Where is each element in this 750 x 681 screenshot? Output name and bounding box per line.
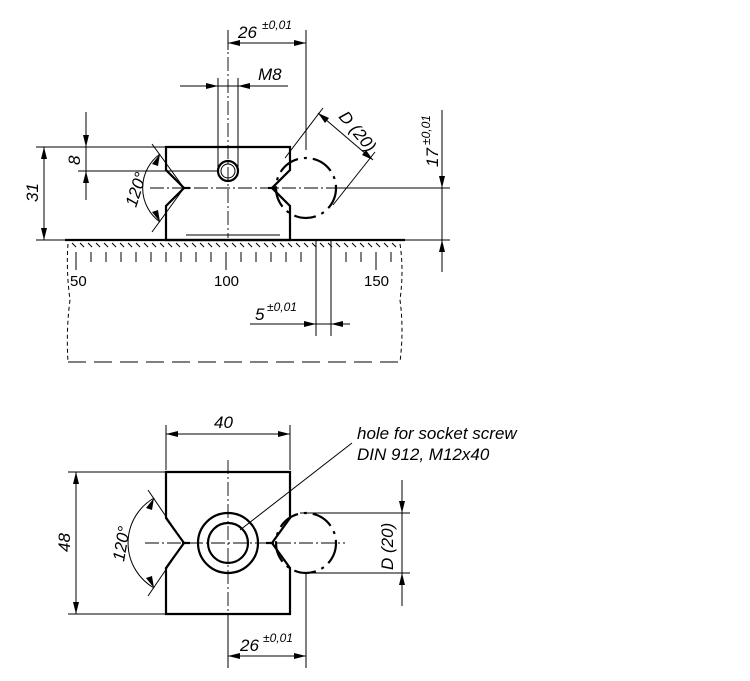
dim-17-tol: ±0,01 xyxy=(419,115,433,145)
dim-5: 5 ±0,01 xyxy=(250,240,350,336)
dim-26-bottom-value: 26 xyxy=(239,636,259,655)
dim-angle-120-bottom: 120° xyxy=(109,489,185,597)
dim-26-bottom: 26 ±0,01 xyxy=(227,572,307,668)
dim-d20-bottom-value: D (20) xyxy=(378,523,397,570)
dim-d20-top-value: D (20) xyxy=(335,107,380,155)
screw-note-line1: hole for socket screw xyxy=(357,424,518,443)
dim-8-value: 8 xyxy=(65,155,84,165)
bottom-view: 40 48 120° D (20) xyxy=(55,413,518,668)
top-view: 50 100 150 26 ±0,01 xyxy=(23,18,450,363)
dim-31-value: 31 xyxy=(23,183,42,202)
dim-48: 48 xyxy=(55,471,166,615)
dim-5-tol: ±0,01 xyxy=(267,300,297,314)
dim-40-value: 40 xyxy=(214,413,233,432)
dim-26-bottom-tol: ±0,01 xyxy=(263,631,293,645)
scale-label-50: 50 xyxy=(70,273,87,290)
screw-note: hole for socket screw DIN 912, M12x40 xyxy=(239,424,518,531)
dim-26-top-tol: ±0,01 xyxy=(262,18,292,32)
scale-label-150: 150 xyxy=(364,273,389,290)
dim-m8: M8 xyxy=(180,65,288,171)
dim-d20-top: D (20) xyxy=(284,107,380,206)
scale-label-100: 100 xyxy=(214,273,239,290)
dim-17-value: 17 xyxy=(423,148,442,167)
dim-26-top-value: 26 xyxy=(237,23,257,42)
dim-31: 31 xyxy=(23,146,166,241)
dim-d20-bottom: D (20) xyxy=(300,480,410,606)
dim-48-value: 48 xyxy=(55,533,74,552)
dim-17: 17 ±0,01 xyxy=(300,110,450,272)
screw-note-line2: DIN 912, M12x40 xyxy=(357,445,490,464)
scale-ticks xyxy=(75,252,392,270)
workpiece-circle xyxy=(274,156,338,220)
dim-26-top: 26 ±0,01 xyxy=(227,18,307,150)
dim-angle-120-top-value: 120° xyxy=(122,170,151,210)
dim-40: 40 xyxy=(165,413,291,470)
dim-5-value: 5 xyxy=(255,305,265,324)
table-hatch xyxy=(71,242,397,248)
machine-table: 50 100 150 xyxy=(65,238,405,363)
dim-m8-value: M8 xyxy=(258,65,282,84)
